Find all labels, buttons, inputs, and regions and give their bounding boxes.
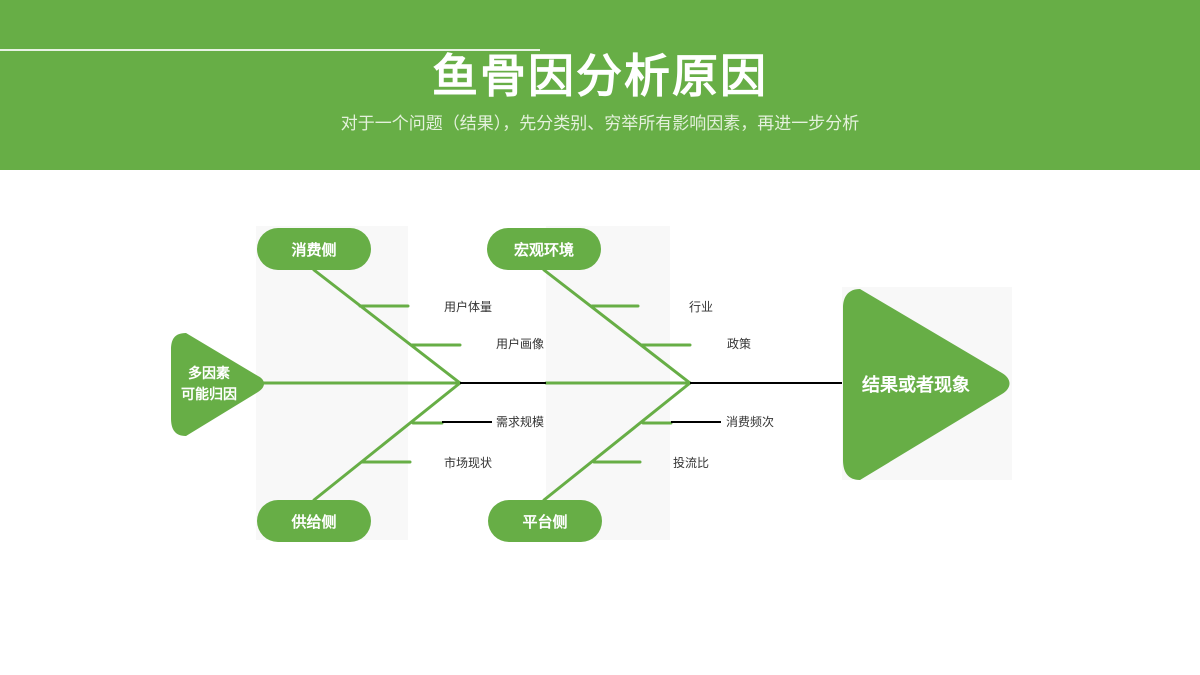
category-platform: 平台侧 [488,500,602,542]
fish-tail-shape [171,333,264,436]
header-rule [0,49,540,51]
bone-macro [542,268,692,385]
header-banner: 鱼骨因分析原因 对于一个问题（结果），先分类别、穷举所有影响因素，再进一步分析 [0,0,1200,170]
cause-roi: 投流比 [673,456,710,470]
tail-label-line2: 可能归因 [181,387,237,403]
bone-consumer [312,268,462,385]
bone-supply [312,381,462,502]
cause-policy: 政策 [727,337,752,351]
head-label: 结果或者现象 [862,375,970,396]
tail-label: 多因素 可能归因 [172,364,246,406]
cause-market-status: 市场现状 [444,456,493,470]
category-macro: 宏观环境 [487,228,601,270]
cause-industry: 行业 [689,300,714,314]
fish-head-shape [843,289,1010,480]
cause-consumption-freq: 消费频次 [726,415,775,429]
cause-demand-scale: 需求规模 [496,415,545,429]
bone-platform [542,381,692,502]
cause-user-volume: 用户体量 [444,300,493,314]
page-title: 鱼骨因分析原因 [432,49,768,103]
cause-user-profile: 用户画像 [496,337,545,351]
category-supply: 供给侧 [257,500,371,542]
category-consumer: 消费侧 [257,228,371,270]
page-subtitle: 对于一个问题（结果），先分类别、穷举所有影响因素，再进一步分析 [340,114,860,134]
tail-label-line1: 多因素 [188,366,230,382]
